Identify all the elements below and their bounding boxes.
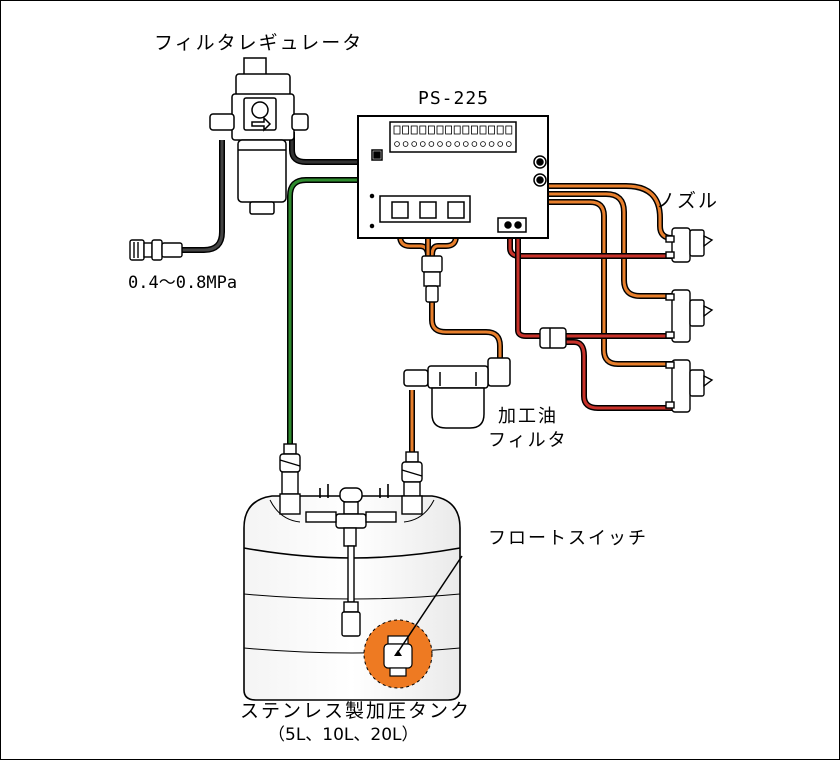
terminal-hole — [497, 141, 504, 147]
terminal-screw — [470, 125, 478, 135]
terminal-hole — [437, 141, 443, 147]
terminal-screw — [505, 125, 513, 135]
nozzle-label: ノズル — [656, 190, 720, 212]
terminal-hole — [480, 141, 486, 147]
air-inlet-tube — [182, 140, 225, 253]
float-switch-label: フロートスイッチ — [488, 528, 648, 549]
float-switch-leader — [397, 555, 463, 653]
terminal-hole — [454, 141, 461, 147]
manifold-fittings — [421, 255, 443, 303]
terminal-screw — [427, 125, 435, 135]
tank-label-line2: （5L、10L、20L） — [268, 725, 419, 745]
terminal-hole — [402, 141, 409, 147]
tank-relief-valve — [305, 487, 397, 529]
nozzle-3 — [665, 359, 714, 413]
tank-air-inlet-valve — [279, 443, 301, 515]
terminal-screw — [445, 125, 453, 135]
filter-regulator — [209, 57, 309, 215]
tank-label-line1: ステンレス製加圧タンク — [240, 700, 472, 722]
controller-label: PS-225 — [418, 88, 490, 109]
float-rod — [341, 527, 361, 637]
terminal-screw — [496, 125, 504, 135]
terminal-screw — [479, 125, 487, 135]
terminal-screw — [488, 125, 496, 135]
terminal-screw — [453, 125, 461, 135]
terminal-hole — [445, 141, 452, 147]
oil-filter-label-line1: 加工油 — [498, 406, 558, 427]
terminal-hole — [505, 141, 512, 147]
tank-pressure-tube — [287, 177, 538, 448]
oil-filter-label-line2: フィルタ — [488, 430, 568, 451]
nozzle-oil-tubes — [507, 232, 672, 411]
terminal-screw — [419, 125, 427, 135]
pressure-label: 0.4〜0.8MPa — [128, 273, 238, 293]
nozzle-2 — [665, 289, 714, 343]
air-quick-coupler — [129, 239, 183, 261]
air-supply-tube — [289, 132, 536, 165]
terminal-screw — [436, 125, 444, 135]
oil-filter — [403, 357, 511, 429]
tank-oil-outlet-valve — [401, 451, 423, 515]
terminal-screw — [393, 125, 401, 135]
terminal-hole — [411, 141, 418, 147]
filter-regulator-label: フィルタレギュレータ — [154, 32, 364, 54]
ps-225-controller — [357, 115, 549, 239]
float-switch-highlight — [363, 619, 433, 689]
terminal-hole — [488, 141, 495, 147]
terminal-hole — [471, 141, 478, 147]
terminal-hole — [428, 141, 435, 147]
terminal-screw — [410, 125, 418, 135]
terminal-hole — [394, 141, 400, 147]
terminal-hole — [419, 141, 426, 147]
oil-tee-fitting — [539, 327, 567, 349]
terminal-screw — [402, 125, 410, 135]
terminal-hole — [462, 141, 469, 147]
terminal-screw — [462, 125, 470, 135]
nozzle-1 — [665, 227, 714, 263]
